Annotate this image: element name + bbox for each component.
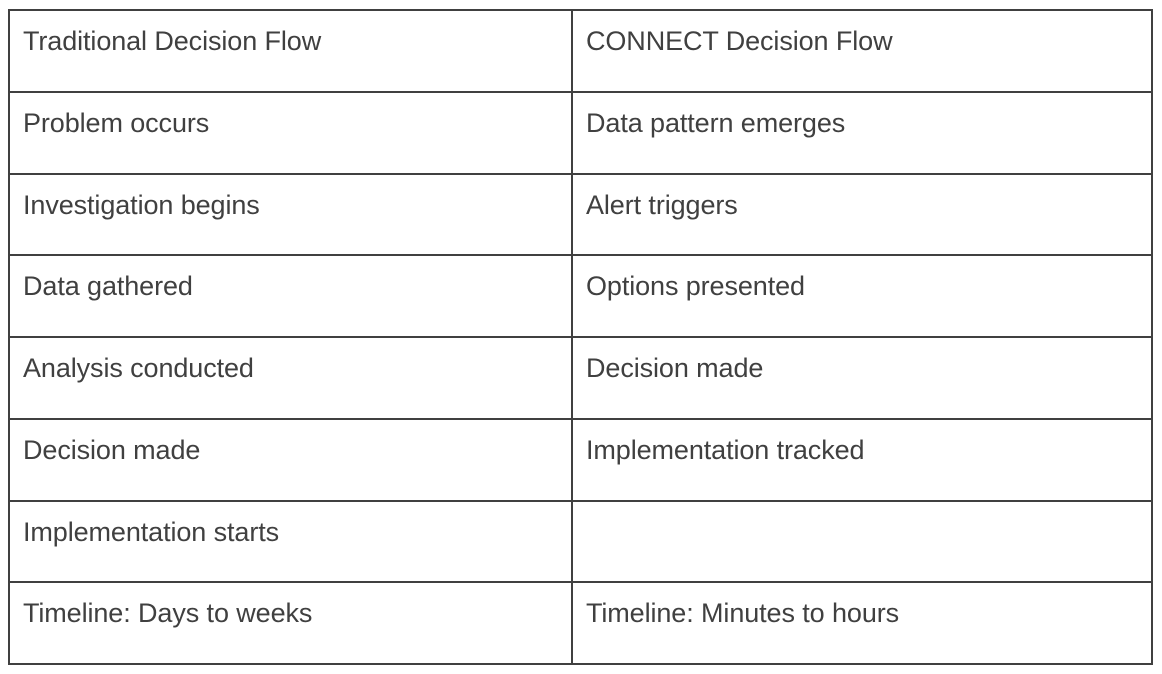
cell-traditional: Analysis conducted — [8, 336, 573, 420]
cell-traditional-label: Investigation begins — [23, 189, 260, 220]
cell-traditional-label: Analysis conducted — [23, 353, 254, 383]
cell-traditional-label: Decision made — [23, 434, 201, 465]
cell-traditional-label: Problem occurs — [23, 107, 210, 138]
table-body: Problem occurs Data pattern emerges Inve… — [8, 90, 1153, 665]
cell-connect-label: Timeline: Minutes to hours — [586, 598, 900, 629]
cell-connect-label — [586, 517, 1141, 518]
cell-connect: Implementation tracked — [571, 417, 1153, 502]
cell-traditional-label: Data gathered — [23, 271, 193, 302]
cell-connect: Options presented — [571, 254, 1153, 338]
cell-traditional-timeline: Timeline: Days to weeks — [8, 581, 573, 665]
column-header-connect-label: CONNECT Decision Flow — [586, 26, 893, 56]
cell-traditional: Investigation begins — [8, 172, 573, 257]
cell-traditional: Decision made — [8, 417, 573, 502]
cell-traditional: Implementation starts — [8, 499, 573, 584]
table-row: Problem occurs Data pattern emerges — [8, 90, 1153, 175]
table-header: Traditional Decision Flow CONNECT Decisi… — [8, 9, 1153, 93]
cell-traditional: Data gathered — [8, 254, 573, 338]
cell-connect: Decision made — [571, 336, 1153, 420]
cell-traditional-label: Timeline: Days to weeks — [23, 598, 313, 629]
table-header-row: Traditional Decision Flow CONNECT Decisi… — [8, 9, 1153, 93]
cell-connect-label: Implementation tracked — [586, 434, 865, 465]
cell-connect-empty — [571, 499, 1153, 584]
cell-connect-label: Decision made — [586, 353, 764, 383]
cell-traditional-label: Implementation starts — [23, 516, 280, 547]
decision-flow-comparison-table: Traditional Decision Flow CONNECT Decisi… — [8, 9, 1153, 665]
cell-connect-label: Options presented — [586, 271, 805, 302]
cell-connect: Data pattern emerges — [571, 90, 1153, 175]
table-row: Investigation begins Alert triggers — [8, 172, 1153, 257]
cell-connect-label: Data pattern emerges — [586, 107, 846, 138]
table-row: Implementation starts — [8, 499, 1153, 584]
table-row: Timeline: Days to weeks Timeline: Minute… — [8, 581, 1153, 665]
column-header-traditional-label: Traditional Decision Flow — [23, 26, 322, 56]
cell-connect: Alert triggers — [571, 172, 1153, 257]
cell-connect-label: Alert triggers — [586, 189, 738, 220]
cell-traditional: Problem occurs — [8, 90, 573, 175]
column-header-connect: CONNECT Decision Flow — [571, 9, 1153, 93]
table-row: Analysis conducted Decision made — [8, 336, 1153, 420]
column-header-traditional: Traditional Decision Flow — [8, 9, 573, 93]
table-row: Data gathered Options presented — [8, 254, 1153, 338]
cell-connect-timeline: Timeline: Minutes to hours — [571, 581, 1153, 665]
table-row: Decision made Implementation tracked — [8, 417, 1153, 502]
